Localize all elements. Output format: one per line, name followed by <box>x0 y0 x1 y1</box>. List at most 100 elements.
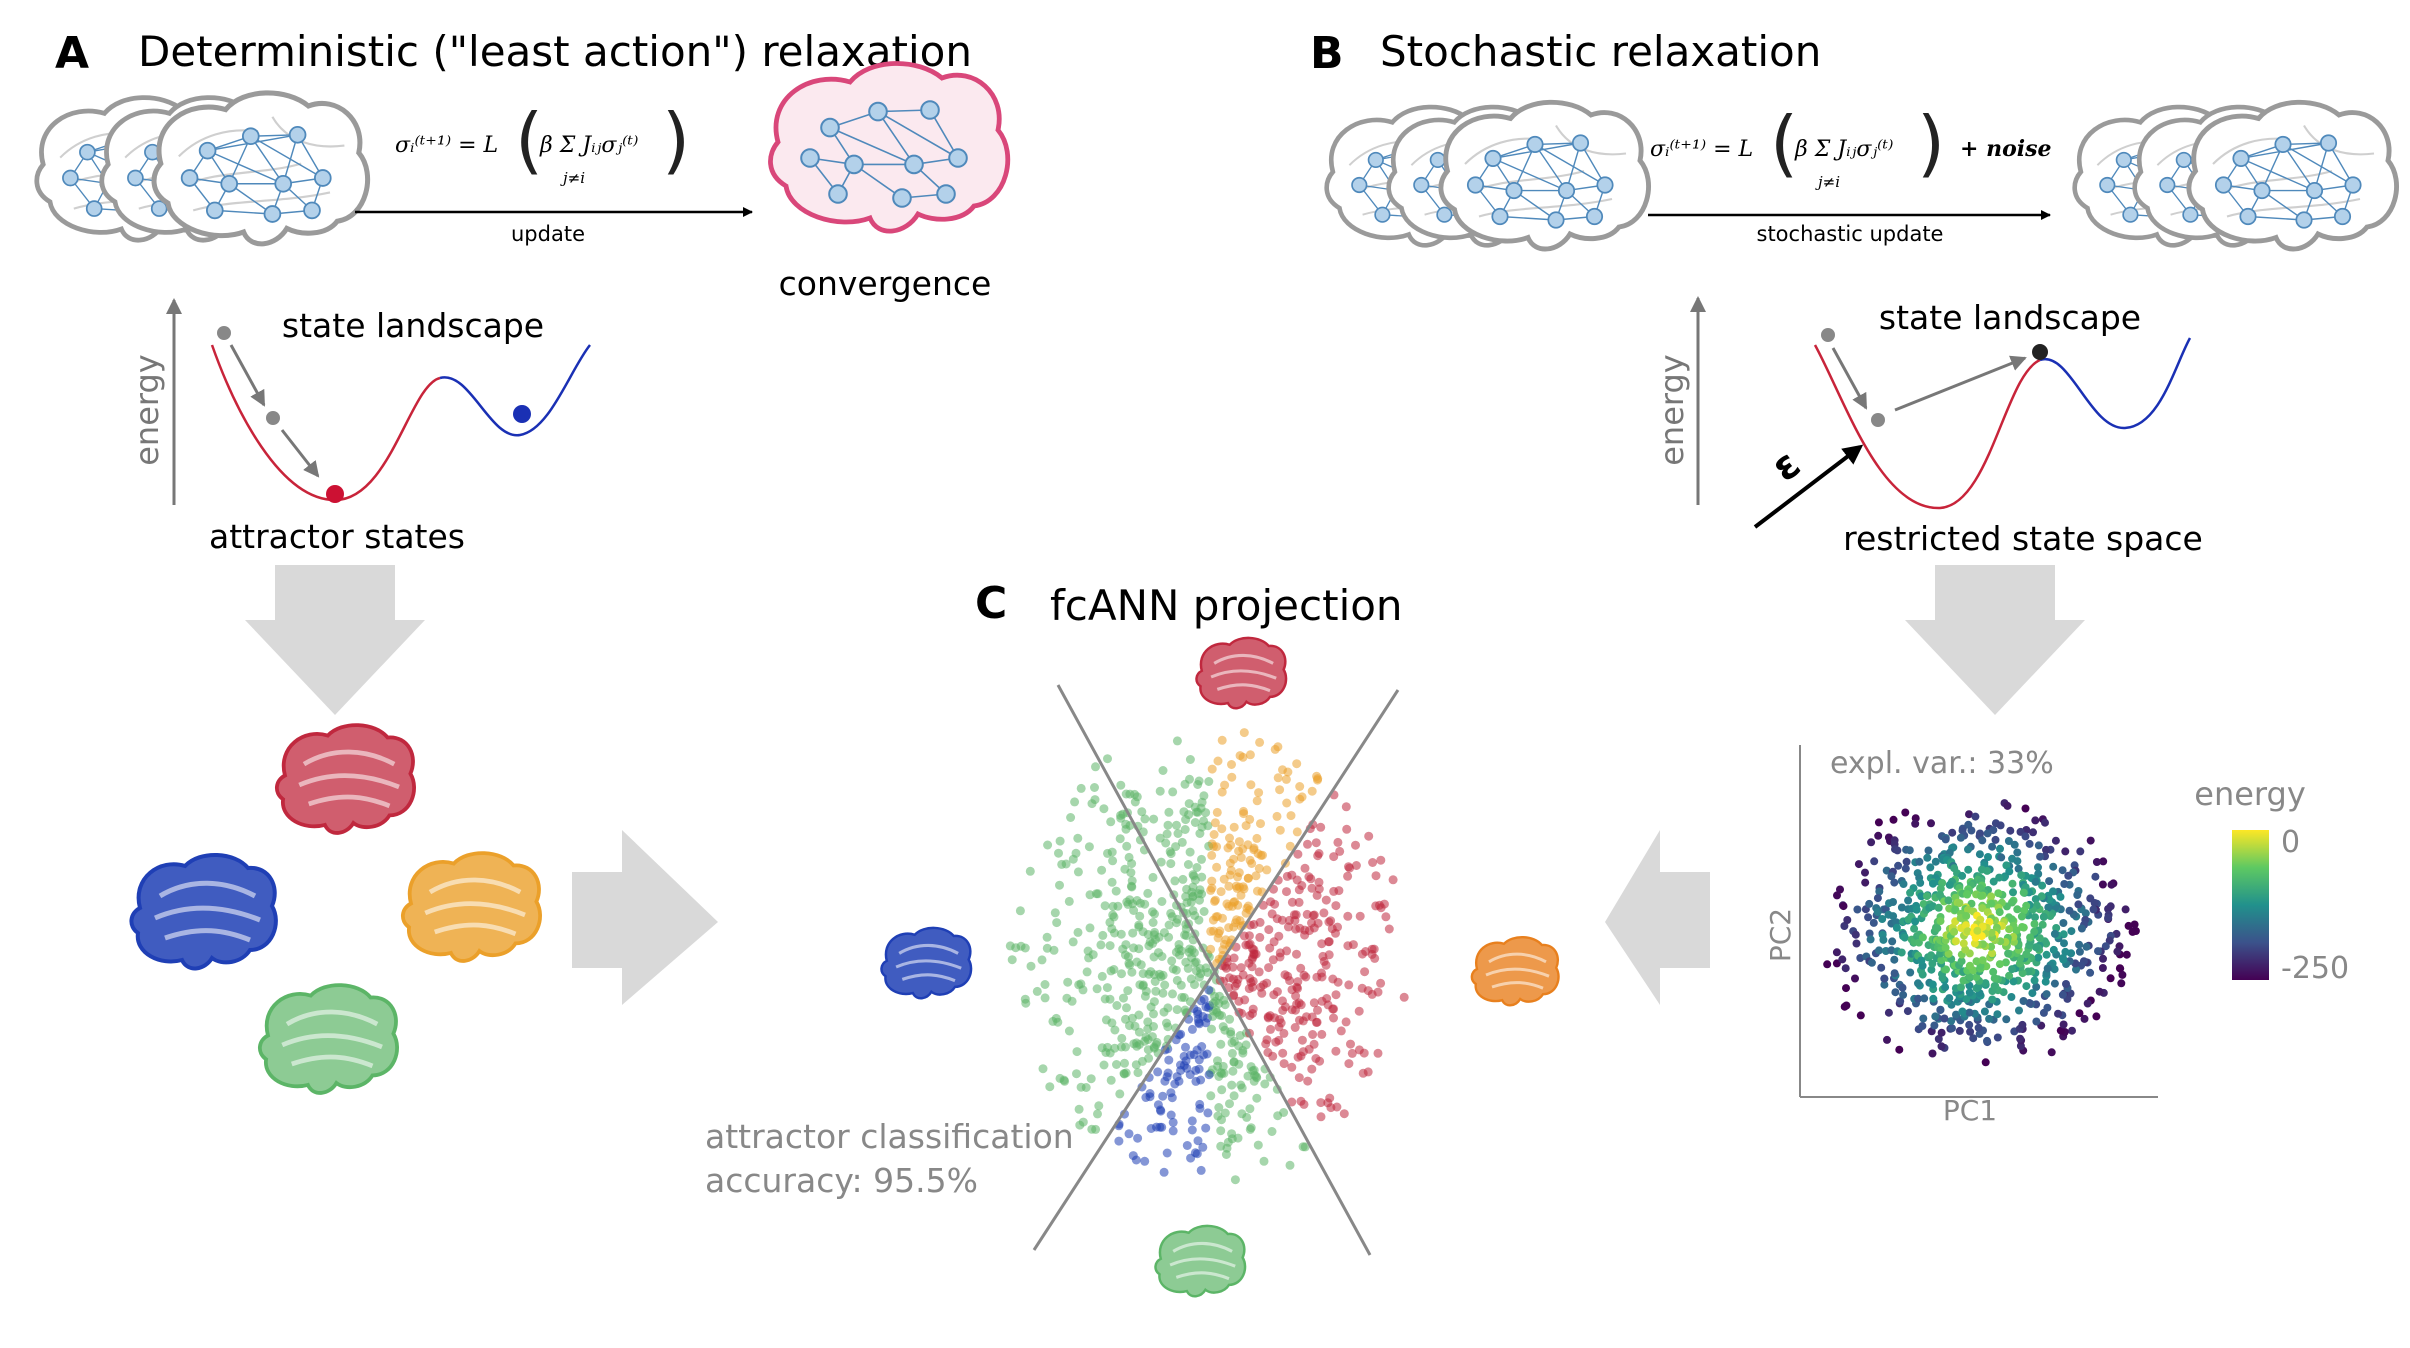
projection-point <box>1124 958 1134 968</box>
pca-point <box>1965 988 1974 997</box>
projection-point <box>1108 910 1118 920</box>
projection-point <box>1214 1103 1224 1112</box>
pca-point <box>1861 878 1870 887</box>
projection-point <box>1295 1015 1304 1025</box>
projection-point <box>1097 971 1107 981</box>
projection-point <box>1238 752 1248 762</box>
projection-point <box>1274 1035 1284 1045</box>
projection-point <box>1220 780 1230 790</box>
projection-point <box>1228 1066 1238 1076</box>
pca-point <box>2082 942 2091 951</box>
state-dot <box>1871 413 1885 427</box>
pca-point <box>1888 937 1897 946</box>
state-landscape-label-a: state landscape <box>282 306 544 345</box>
projection-point <box>1257 988 1267 998</box>
projection-point <box>1126 868 1136 878</box>
pca-point <box>1955 899 1964 908</box>
projection-point <box>1306 874 1316 884</box>
projection-point <box>1178 874 1188 884</box>
projection-point <box>1116 780 1126 790</box>
projection-point <box>1331 928 1340 938</box>
pca-point <box>1948 828 1957 837</box>
projection-point <box>1225 870 1235 880</box>
projection-point <box>1091 762 1100 772</box>
projection-point <box>1216 887 1226 897</box>
colorbar-max-label: 0 <box>2281 825 2300 860</box>
pca-point <box>1950 927 1959 936</box>
projection-point <box>1212 862 1222 872</box>
projection-point <box>1076 1082 1086 1092</box>
projection-point <box>1076 783 1086 793</box>
projection-point <box>1343 871 1353 881</box>
projection-point <box>1193 889 1203 899</box>
projection-point <box>1321 895 1331 905</box>
pca-point <box>2031 913 2039 922</box>
projection-point <box>1316 822 1326 832</box>
pca-point <box>1983 1036 1991 1045</box>
projection-point <box>1342 824 1352 834</box>
pca-point <box>1867 838 1876 847</box>
projection-point <box>1245 1104 1255 1114</box>
projection-point <box>1107 877 1117 887</box>
projection-point <box>1217 787 1227 797</box>
pca-point <box>1905 846 1914 855</box>
projection-point <box>1212 807 1222 817</box>
projection-point <box>1005 941 1015 951</box>
panel-c: C fcANN projection attractor classificat… <box>705 578 1561 1298</box>
pca-point <box>1982 962 1991 971</box>
projection-point <box>1122 1003 1131 1013</box>
pca-point <box>2001 958 2010 967</box>
pca-point <box>1995 873 2004 882</box>
landscape-curve-red-b <box>1813 344 2041 510</box>
pca-point <box>2003 801 2012 810</box>
projection-point <box>1314 884 1324 894</box>
boundary-line <box>1056 684 1372 1256</box>
brain-icon-blue <box>131 855 275 969</box>
pca-point <box>1966 1027 1975 1036</box>
pca-point <box>1936 1005 1945 1014</box>
projection-point <box>1235 1031 1245 1040</box>
pca-ylabel: PC2 <box>1764 908 1797 962</box>
pca-point <box>1961 921 1970 930</box>
projection-point <box>1287 897 1297 907</box>
accuracy-label-line2: accuracy: 95.5% <box>705 1161 978 1200</box>
projection-point <box>1227 1134 1237 1144</box>
projection-point <box>1070 797 1080 807</box>
pca-point <box>1956 833 1965 842</box>
projection-point <box>1197 854 1206 864</box>
projection-point <box>1217 735 1227 745</box>
projection-point <box>1164 920 1174 930</box>
projection-point <box>1087 1124 1097 1134</box>
pca-point <box>2028 989 2037 998</box>
pca-point <box>1842 984 1850 993</box>
pca-point <box>1945 880 1954 889</box>
projection-point <box>1055 880 1064 890</box>
projection-point <box>1324 937 1334 947</box>
projection-point <box>1298 1047 1308 1057</box>
brain-icon-blue <box>879 926 973 1000</box>
projection-point <box>1116 1042 1126 1052</box>
pca-point <box>2042 990 2051 999</box>
pca-point <box>2013 848 2022 857</box>
pca-point <box>1840 922 1849 930</box>
pca-point <box>2067 927 2076 936</box>
pca-point <box>1917 956 1926 965</box>
pca-point <box>1936 884 1945 893</box>
projection-point <box>1351 840 1360 850</box>
projection-point <box>1266 1024 1275 1034</box>
projection-point <box>1115 1089 1125 1099</box>
projection-point <box>1227 1038 1237 1048</box>
pca-point <box>1963 927 1972 936</box>
pca-point <box>2059 1020 2068 1029</box>
projection-point <box>1052 918 1062 928</box>
pca-point <box>2034 841 2043 850</box>
landscape-curve-blue-a <box>439 344 591 437</box>
equation-sub: j≠i <box>1815 173 1840 191</box>
brain-network-icon <box>37 93 368 244</box>
pca-point <box>2010 840 2019 849</box>
pca-point <box>1911 917 1920 926</box>
projection-point <box>1108 856 1118 866</box>
pca-point <box>1852 939 1861 948</box>
pca-point <box>1987 928 1996 937</box>
projection-point <box>1309 998 1319 1008</box>
